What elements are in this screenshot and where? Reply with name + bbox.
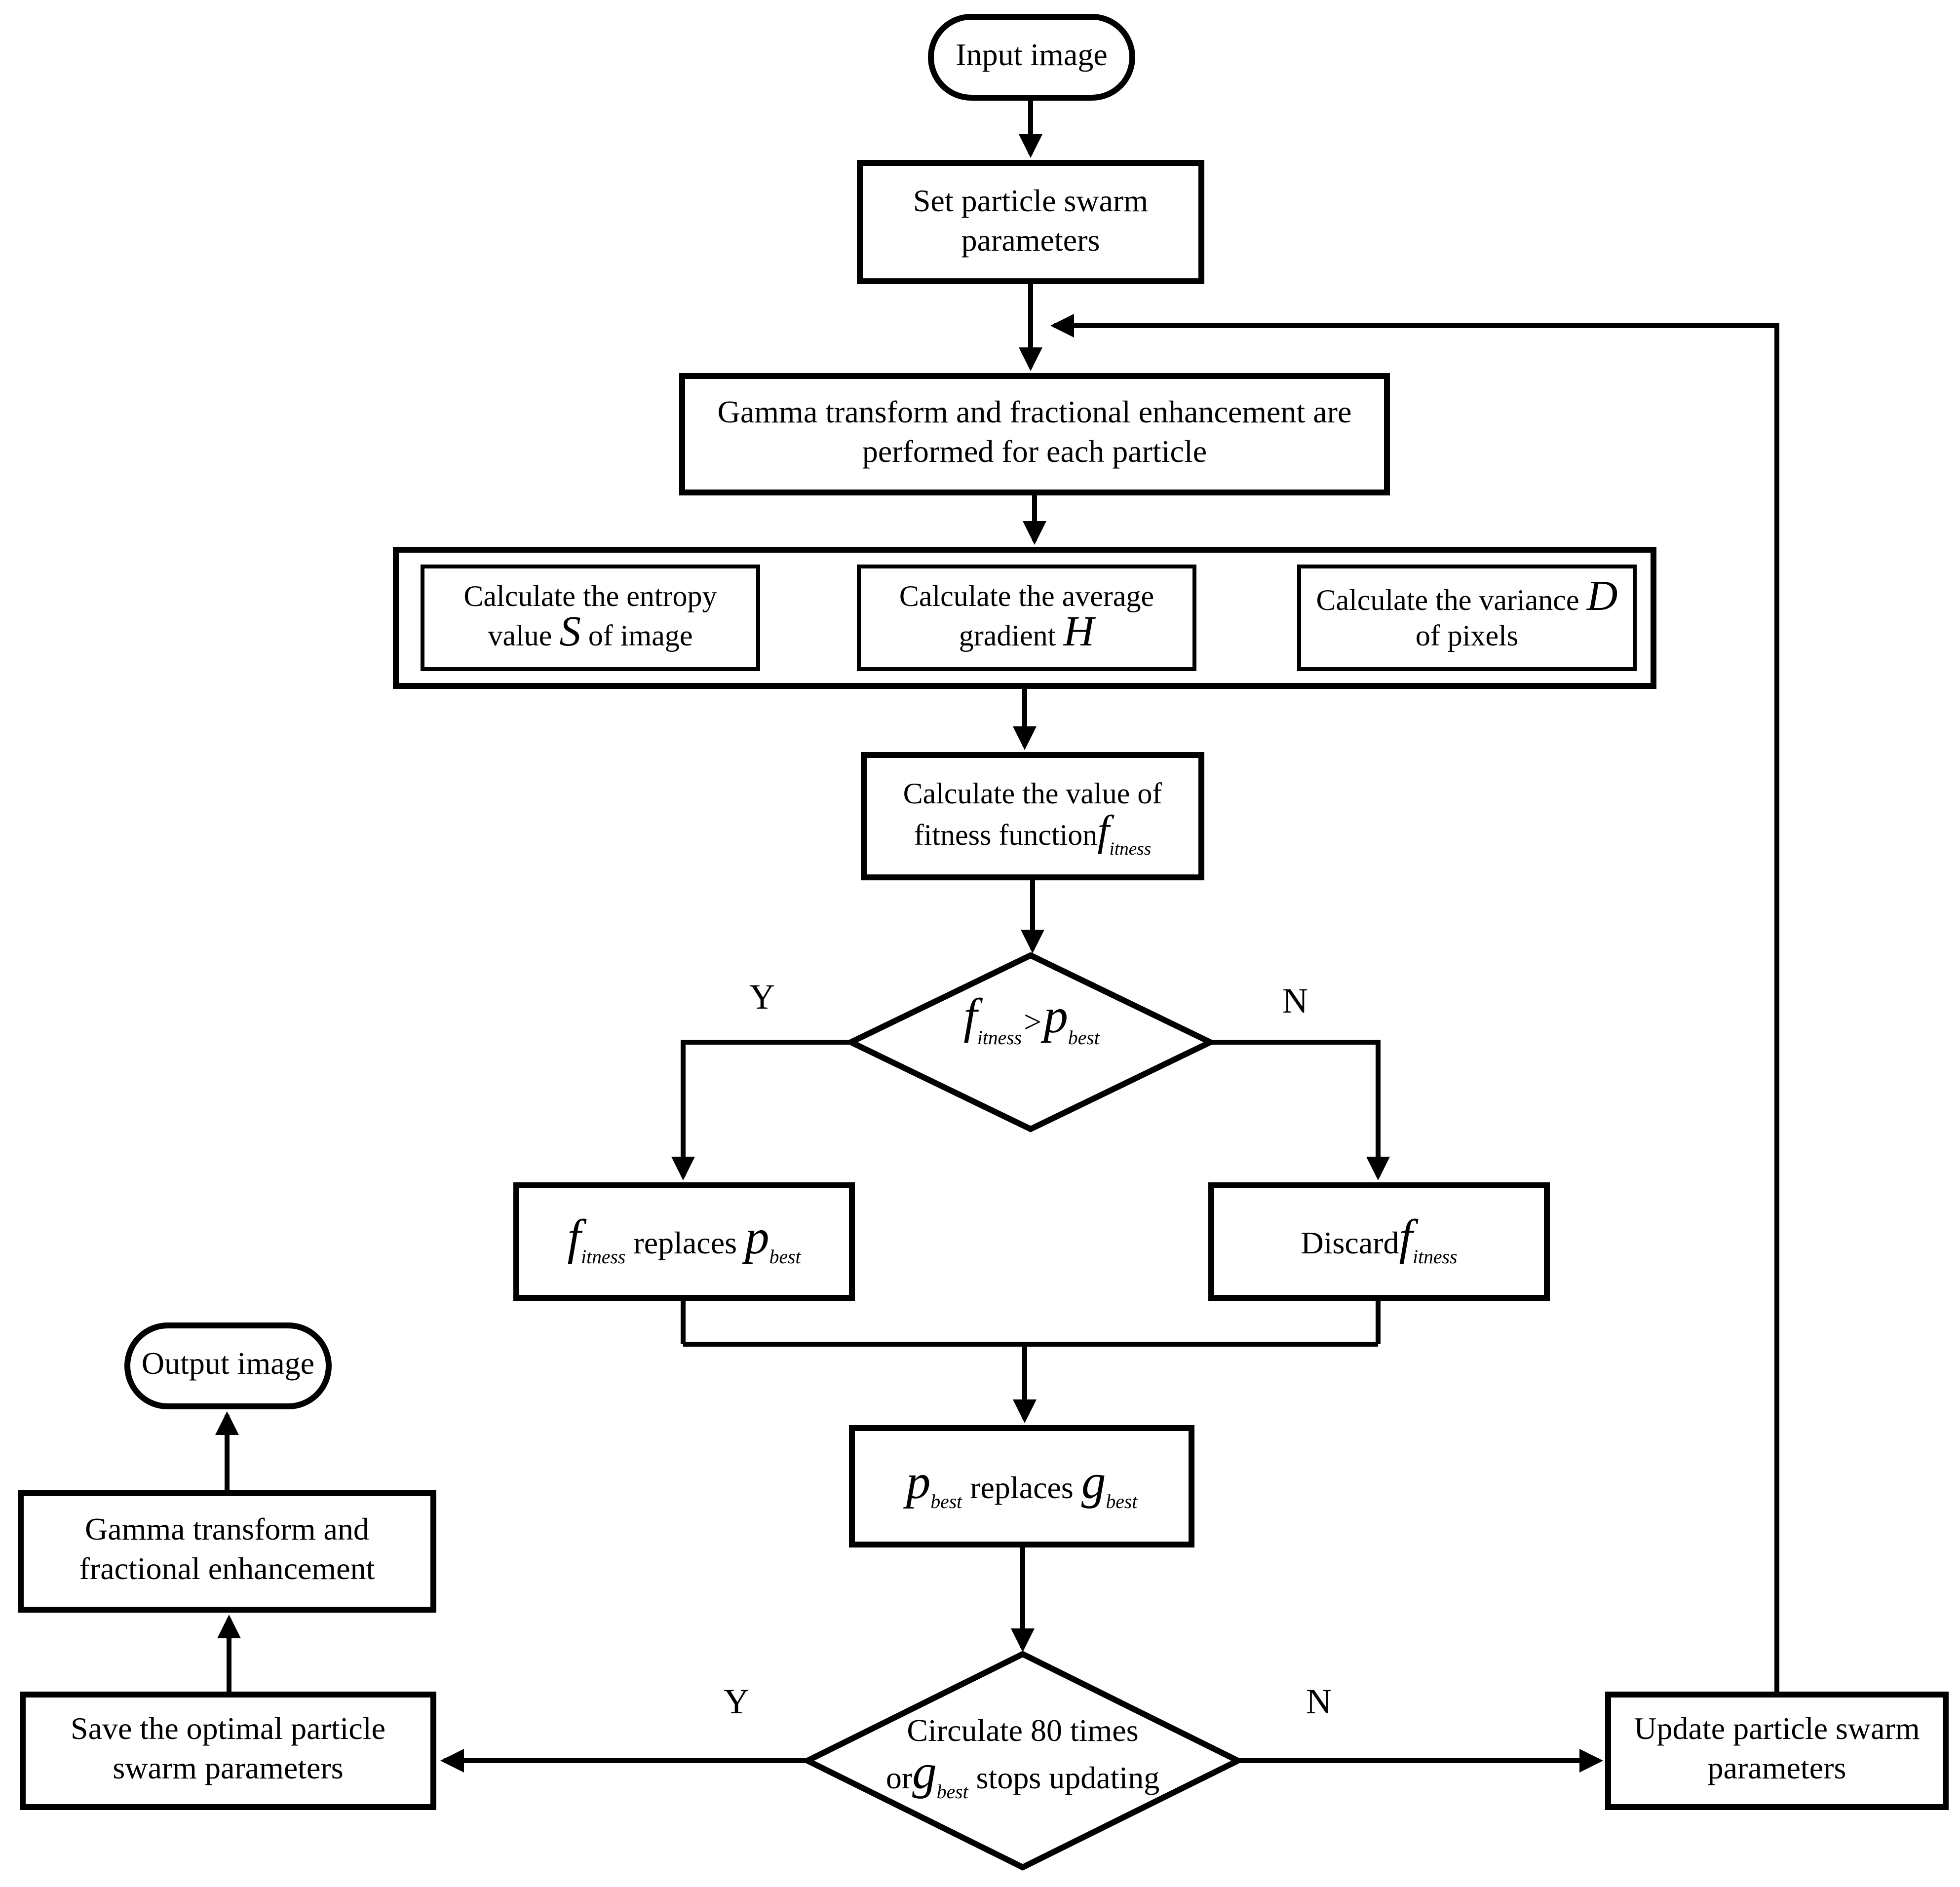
edge-feedback-update-to-gamma [1050,314,1779,1692]
process-discard-fitness: Discardfitness [1208,1182,1550,1301]
variable-S: S [559,608,581,655]
subscript: itness [1413,1248,1458,1270]
variable-g: g [912,1746,937,1800]
node-label-line2: orgbest stops updating [807,1749,1238,1804]
node-label: Gamma transform and fractional enhanceme… [717,397,1352,470]
node-label: Update particle swarm parameters [1634,1714,1920,1786]
variable-f: f [963,991,977,1044]
variable-f: f [1097,806,1110,854]
edge-decision-yes-to-replace-pbest [671,1040,851,1180]
node-label: Gamma transform and fractional enhanceme… [79,1514,375,1587]
decision-fitness-label: fitness>pbest [853,993,1210,1048]
process-gamma-final: Gamma transform and fractional enhanceme… [18,1490,436,1613]
subscript: best [1106,1493,1138,1515]
variable-p: p [1043,991,1068,1044]
subscript: best [936,1783,968,1805]
terminal-input-image: Input image [928,14,1135,101]
decision-loop-shape [801,1651,1245,1871]
process-fitness: Calculate the value of fitness functionf… [861,752,1204,880]
process-replace-gbest: pbest replaces gbest [849,1425,1194,1547]
node-label: Save the optimal particle swarm paramete… [71,1714,385,1786]
variable-H: H [1063,608,1095,655]
process-variance: Calculate the variance D of pixels [1297,565,1637,671]
operator: > [1024,1007,1042,1040]
terminal-output-image: Output image [124,1322,332,1409]
variable-f: f [1399,1211,1413,1265]
process-save-params: Save the optimal particle swarm paramete… [20,1692,436,1810]
subscript: best [769,1248,801,1270]
node-label: Output image [141,1348,315,1382]
label-part: of pixels [1415,622,1519,653]
variable-p: p [906,1456,931,1510]
subscript: best [930,1493,962,1515]
process-update-params: Update particle swarm parameters [1605,1692,1949,1810]
branch-label-no-2: N [1306,1682,1332,1721]
label-part: Calculate the variance [1316,585,1579,617]
branch-label-yes-1: Y [749,977,775,1017]
decision-loop-label: Circulate 80 times orgbest stops updatin… [807,1713,1238,1804]
process-set-params: Set particle swarm parameters [857,160,1204,284]
branch-label-yes-2: Y [724,1682,749,1721]
subscript: itness [1109,840,1152,861]
label-part: replaces [633,1227,737,1261]
node-label: Set particle swarm parameters [913,185,1149,258]
variable-g: g [1081,1456,1106,1510]
label-part: or [885,1762,913,1796]
variable-p: p [745,1211,769,1265]
subscript: itness [977,1027,1022,1050]
process-gamma-particles: Gamma transform and fractional enhanceme… [679,373,1390,495]
node-label: Input image [956,39,1108,74]
variable-f: f [567,1211,581,1265]
node-label: Calculate the average gradient H [867,580,1187,656]
branch-label-no-1: N [1282,981,1308,1020]
node-label-line1: Circulate 80 times [907,1715,1139,1749]
node-label: fitness>pbest [963,993,1100,1048]
label-part: replaces [970,1472,1074,1506]
node-label: Calculate the value of fitness functionf… [873,778,1192,860]
edge-decision-no-to-discard [1210,1040,1390,1180]
label-part: Discard [1301,1227,1399,1261]
process-gradient: Calculate the average gradient H [857,565,1196,671]
node-label: Discardfitness [1301,1213,1458,1269]
variable-D: D [1586,571,1618,619]
process-entropy: Calculate the entropy value S of image [421,565,760,671]
label-part: of image [588,622,693,653]
node-label: fitness replaces pbest [568,1213,801,1269]
label-part: stops updating [976,1762,1160,1796]
subscript: itness [581,1248,626,1270]
node-label: Calculate the entropy value S of image [430,580,750,656]
node-label: Calculate the variance D of pixels [1307,574,1627,656]
node-label: pbest replaces gbest [906,1458,1138,1513]
process-replace-pbest: fitness replaces pbest [513,1182,855,1301]
label-part: Calculate the average gradient [899,581,1154,653]
subscript: best [1068,1027,1100,1050]
decision-fitness-shape [844,952,1217,1132]
label-part: Calculate the entropy value [463,581,717,653]
label-part: Calculate the value of fitness function [903,780,1162,852]
